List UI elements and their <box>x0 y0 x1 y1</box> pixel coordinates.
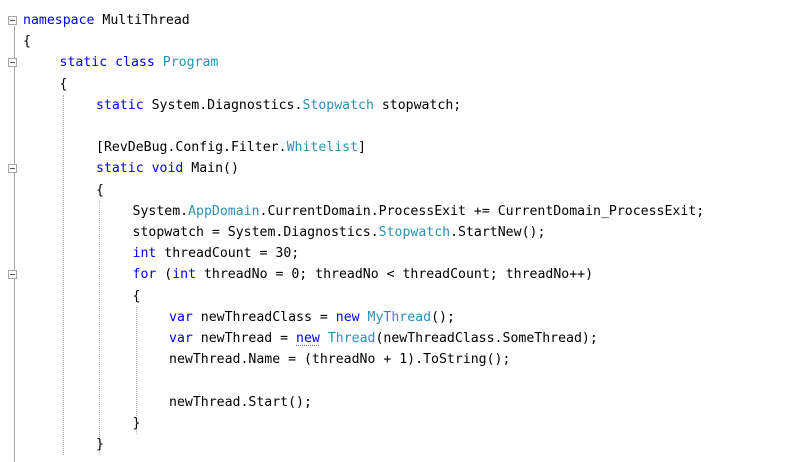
code-token <box>107 55 115 70</box>
keyword-token: int <box>172 267 197 283</box>
code-line[interactable]: var newThread = new Thread(newThreadClas… <box>169 328 598 349</box>
code-token: newThread.Start(); <box>169 394 312 410</box>
indent-guide <box>99 200 100 456</box>
type-token: Program <box>162 55 219 71</box>
type-token: Stopwatch <box>378 225 451 240</box>
type-token: Thread <box>327 331 376 346</box>
code-line[interactable]: { <box>133 286 141 307</box>
keyword-token: class <box>115 55 155 71</box>
code-line[interactable]: } <box>96 434 104 455</box>
code-token: (); <box>431 309 455 325</box>
code-token <box>144 161 152 176</box>
keyword-token: int <box>132 246 157 262</box>
collapse-icon[interactable] <box>8 164 17 174</box>
code-token: newThread = <box>192 331 297 346</box>
code-token: [RevDeBug.Config.Filter. <box>96 140 287 156</box>
code-token: Main() <box>183 161 239 177</box>
collapse-icon[interactable] <box>8 58 17 68</box>
code-token: { <box>132 288 141 304</box>
code-token: newThread.Name = (threadNo + 1).ToString… <box>169 352 511 368</box>
keyword-token: for <box>132 267 157 283</box>
code-token: System. <box>132 203 189 219</box>
keyword-token: var <box>169 331 193 346</box>
code-token: System.Diagnostics. <box>143 97 303 113</box>
code-line[interactable]: newThread.Name = (threadNo + 1).ToString… <box>169 349 510 370</box>
code-token: .StartNew(); <box>450 225 546 240</box>
code-line[interactable]: static void Main() <box>96 158 239 179</box>
code-token: { <box>23 34 31 50</box>
code-line[interactable]: for (int threadNo = 0; threadNo < thread… <box>133 264 594 285</box>
code-token: { <box>96 182 104 198</box>
collapse-icon[interactable] <box>8 270 17 280</box>
code-token: .CurrentDomain.ProcessExit += CurrentDom… <box>259 203 705 219</box>
type-token: Whitelist <box>286 140 359 156</box>
code-line[interactable]: stopwatch = System.Diagnostics.Stopwatch… <box>133 222 546 243</box>
keyword-token: static <box>59 55 108 71</box>
code-token <box>320 331 328 346</box>
code-token <box>155 55 163 70</box>
type-token: Stopwatch <box>302 97 374 113</box>
code-line[interactable]: static System.Diagnostics.Stopwatch stop… <box>96 95 461 116</box>
code-line[interactable]: { <box>60 74 68 95</box>
keyword-token: void <box>151 161 184 177</box>
keyword-token: new <box>296 331 320 346</box>
code-line[interactable]: int threadCount = 30; <box>133 243 300 264</box>
code-token: { <box>59 76 68 92</box>
code-token: MultiThread <box>94 13 190 28</box>
code-line[interactable]: { <box>96 180 104 201</box>
code-line[interactable]: } <box>133 413 141 434</box>
code-token: } <box>132 415 141 431</box>
code-line[interactable]: var newThreadClass = new MyThread(); <box>169 307 455 328</box>
code-token: ( <box>156 267 173 283</box>
indent-guide <box>62 94 64 456</box>
code-token: ] <box>358 140 366 156</box>
code-token <box>360 310 368 325</box>
type-token: MyThread <box>367 309 432 325</box>
keyword-token: namespace <box>23 13 95 28</box>
outline-line <box>14 26 15 462</box>
code-token: (newThreadClass.SomeThread); <box>375 331 598 346</box>
code-line[interactable]: [RevDeBug.Config.Filter.Whitelist] <box>96 137 366 158</box>
keyword-token: static <box>96 161 144 177</box>
keyword-token: static <box>96 97 144 113</box>
keyword-token: new <box>335 309 360 325</box>
code-line[interactable]: { <box>23 31 31 52</box>
collapse-icon[interactable] <box>8 16 17 25</box>
code-token: stopwatch = System.Diagnostics. <box>132 225 379 240</box>
indent-guide <box>135 306 137 434</box>
code-line[interactable]: newThread.Start(); <box>169 392 312 413</box>
code-token: stopwatch; <box>373 97 462 113</box>
code-token: newThreadClass = <box>192 309 336 325</box>
code-token: } <box>96 437 104 452</box>
code-line[interactable]: namespace MultiThread <box>23 10 190 31</box>
keyword-token: var <box>169 309 193 325</box>
code-token: threadNo = 0; threadNo < threadCount; th… <box>196 267 594 283</box>
code-token: threadCount = 30; <box>156 246 300 262</box>
code-line[interactable]: System.AppDomain.CurrentDomain.ProcessEx… <box>133 201 705 222</box>
type-token: AppDomain <box>188 203 260 219</box>
code-line[interactable]: static class Program <box>60 52 219 73</box>
